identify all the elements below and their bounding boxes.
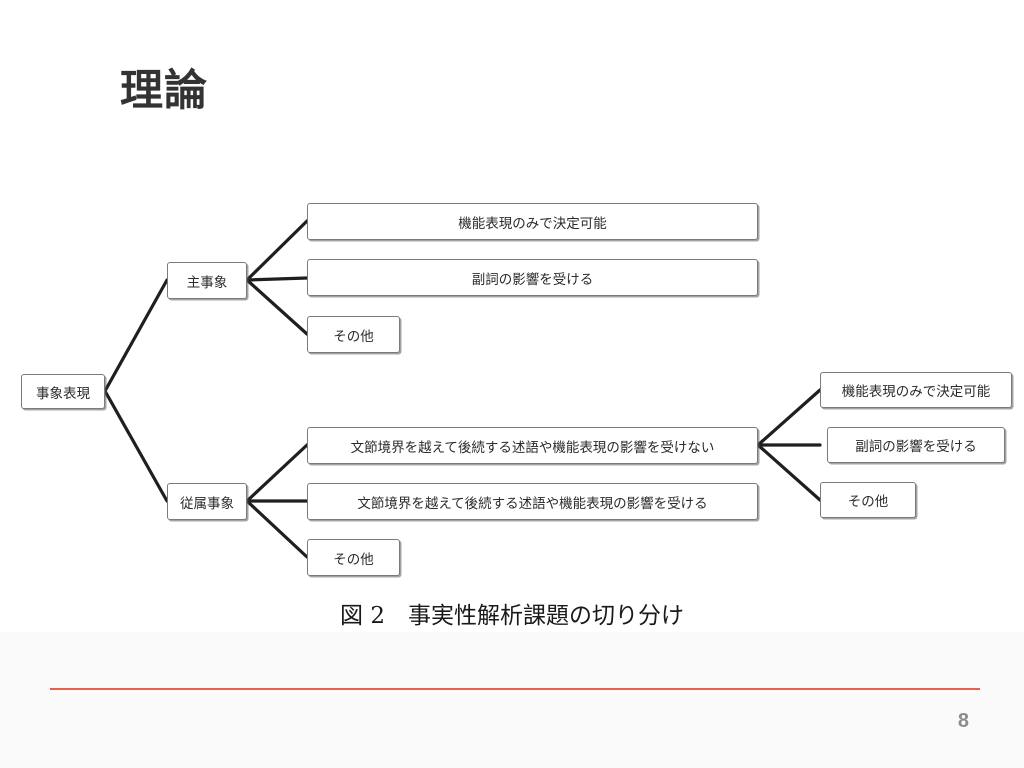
- slide-footer: 8: [0, 632, 1024, 768]
- node-subordinate-event[interactable]: 従属事象: [167, 483, 247, 520]
- node-main-child-1[interactable]: 機能表現のみで決定可能: [307, 203, 758, 240]
- node-main-event-label: 主事象: [186, 274, 228, 291]
- edge-leaf-branch-3: [756, 443, 822, 502]
- node-main-child-3[interactable]: その他: [307, 316, 400, 353]
- node-main-child-1-label: 機能表現のみで決定可能: [458, 215, 607, 232]
- edge-subordinate-to-child-1: [245, 443, 309, 503]
- node-leaf-child-1[interactable]: 機能表現のみで決定可能: [820, 372, 1012, 408]
- edge-main-to-child-1: [245, 219, 309, 282]
- node-main-child-2-label: 副詞の影響を受ける: [471, 271, 594, 288]
- node-leaf-child-1-label: 機能表現のみで決定可能: [841, 384, 991, 400]
- node-leaf-child-3[interactable]: その他: [820, 482, 916, 518]
- node-main-child-2[interactable]: 副詞の影響を受ける: [307, 259, 758, 296]
- node-subordinate-child-3[interactable]: その他: [307, 539, 400, 576]
- node-leaf-child-2[interactable]: 副詞の影響を受ける: [827, 427, 1005, 463]
- slide-canvas: 理論 事象表現: [0, 67, 1024, 629]
- node-root-label: 事象表現: [36, 385, 90, 402]
- node-subordinate-child-3-label: その他: [333, 551, 374, 568]
- node-leaf-child-2-label: 副詞の影響を受ける: [855, 439, 977, 455]
- node-subordinate-event-label: 従属事象: [180, 495, 234, 512]
- page-title: 理論: [120, 67, 208, 115]
- edge-main-to-child-3: [245, 278, 309, 336]
- figure-tree-diagram: 事象表現 主事象 従属事象 機能表現のみで決定可能 副詞の影響を受ける その他 …: [0, 180, 1024, 580]
- node-subordinate-child-2-label: 文節境界を越えて後続する述語や機能表現の影響を受ける: [357, 495, 708, 512]
- footer-accent-rule: [50, 688, 980, 690]
- edge-main-to-child-2: [245, 276, 309, 282]
- figure-caption: 図 2 事実性解析課題の切り分け: [340, 603, 684, 629]
- node-subordinate-child-2[interactable]: 文節境界を越えて後続する述語や機能表現の影響を受ける: [307, 483, 758, 520]
- node-subordinate-child-1[interactable]: 文節境界を越えて後続する述語や機能表現の影響を受けない: [307, 427, 758, 464]
- edge-leaf-branch-1: [756, 388, 822, 447]
- node-main-child-3-label: その他: [333, 328, 374, 345]
- edge-subordinate-to-child-3: [245, 499, 309, 559]
- page-number: 8: [957, 710, 969, 732]
- node-root[interactable]: 事象表現: [21, 374, 105, 409]
- edge-root-to-subordinate: [103, 389, 169, 503]
- node-leaf-child-3-label: その他: [847, 494, 889, 510]
- node-subordinate-child-1-label: 文節境界を越えて後続する述語や機能表現の影響を受けない: [350, 439, 715, 456]
- edge-root-to-main: [103, 278, 169, 393]
- node-main-event[interactable]: 主事象: [167, 262, 247, 299]
